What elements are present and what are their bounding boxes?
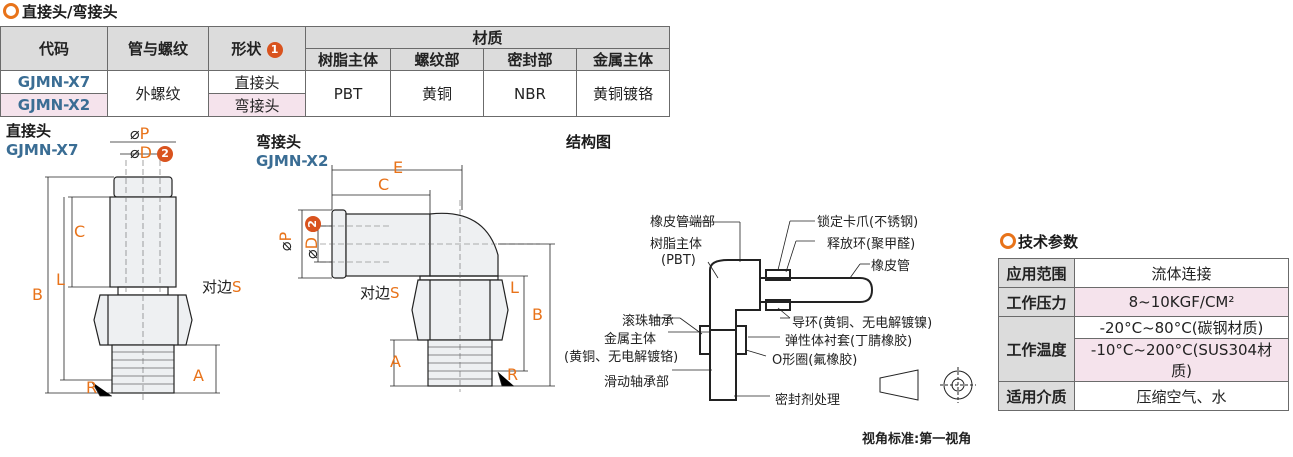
label-metal-body: 金属主体	[604, 332, 657, 347]
material-thread: 黄铜	[390, 70, 484, 117]
elbow-dim-e: E	[393, 158, 404, 177]
tech-bullet-icon	[1000, 233, 1016, 249]
straight-dim-r: R	[86, 378, 98, 397]
header-resin-body: 树脂主体	[305, 48, 391, 71]
straight-code: GJMN-X7	[6, 141, 79, 159]
structure-title: 结构图	[566, 133, 612, 151]
tech-key-application: 应用范围	[998, 258, 1075, 288]
label-sliding-bearing: 滑动轴承部	[604, 375, 670, 390]
header-tube-thread: 管与螺纹	[107, 26, 209, 71]
elbow-fitting-section: 弯接头 GJMN-X2	[256, 131, 328, 170]
label-ball-bearing: 滚珠轴承	[622, 314, 675, 329]
shape-straight: 直接头	[208, 70, 306, 94]
elbow-dim-p: ⌀P	[276, 231, 296, 252]
straight-title: 直接头	[6, 122, 52, 140]
spec-table: 代码 管与螺纹 形状 1 材质 树脂主体 螺纹部 密封部 金属主体 GJMN-X…	[0, 26, 670, 117]
elbow-dim-a: A	[390, 352, 401, 371]
elbow-code: GJMN-X2	[256, 152, 329, 170]
elbow-title: 弯接头	[256, 133, 302, 151]
tech-table: 应用范围 流体连接 工作压力 8~10KGF/CM² 工作温度 -20°C~80…	[998, 258, 1289, 411]
tech-key-pressure: 工作压力	[998, 287, 1075, 317]
tech-value-medium: 压缩空气、水	[1074, 381, 1289, 411]
label-sealant: 密封剂处理	[775, 393, 841, 408]
material-metal: 黄铜镀铬	[576, 70, 670, 117]
elbow-hex-label: 对边S	[360, 284, 400, 302]
straight-fitting-drawing	[45, 141, 220, 400]
label-guide-ring: 导环(黄铜、无电解镀镍)	[792, 316, 933, 331]
section-title: 直接头/弯接头	[22, 3, 118, 21]
header-code: 代码	[0, 26, 108, 71]
elbow-dim-c: C	[378, 175, 390, 194]
straight-dim-p: ⌀P	[130, 124, 150, 143]
tech-value-pressure: 8~10KGF/CM²	[1074, 287, 1289, 317]
structure-drawing	[650, 220, 976, 403]
material-seal: NBR	[483, 70, 577, 117]
elbow-dim-l: L	[510, 278, 519, 297]
shape-elbow: 弯接头	[208, 93, 306, 117]
elbow-fitting-drawing	[298, 165, 555, 392]
header-metal-body: 金属主体	[576, 48, 670, 71]
label-lock-claw: 锁定卡爪(不锈钢)	[817, 215, 919, 230]
header-shape: 形状 1	[208, 26, 306, 71]
label-resin-body-sub: (PBT)	[661, 253, 696, 268]
code-x7: GJMN-X7	[0, 70, 108, 94]
header-seal-part: 密封部	[483, 48, 577, 71]
label-rubber-tube: 橡皮管	[871, 259, 911, 274]
label-elastic-liner: 弹性体衬套(丁腈橡胶)	[785, 334, 913, 349]
header-material: 材质	[305, 26, 670, 49]
tech-value-temperature-carbon: -20°C~80°C(碳钢材质)	[1074, 316, 1289, 339]
code-x2: GJMN-X2	[0, 93, 108, 117]
tech-key-temperature: 工作温度	[998, 316, 1075, 382]
straight-hex-label: 对边S	[202, 278, 242, 296]
label-resin-body: 树脂主体	[650, 237, 703, 252]
material-resin: PBT	[305, 70, 391, 117]
tech-value-temperature-sus: -10°C~200°C(SUS304材质)	[1074, 338, 1289, 382]
section-bullet-icon	[3, 3, 19, 19]
straight-dim-c: C	[74, 222, 86, 241]
header-shape-label: 形状	[231, 40, 262, 58]
tech-title: 技术参数	[1018, 233, 1079, 251]
label-rubber-end: 橡皮管端部	[650, 215, 716, 230]
elbow-dim-d: ⌀D 2	[302, 215, 321, 259]
label-o-ring: O形圈(氟橡胶)	[772, 353, 858, 368]
straight-dim-b: B	[32, 285, 43, 304]
straight-dim-a: A	[193, 366, 204, 385]
straight-fitting-section: 直接头 GJMN-X7	[6, 120, 78, 159]
label-release-ring: 释放环(聚甲醛)	[827, 237, 916, 252]
tech-key-medium: 适用介质	[998, 381, 1075, 411]
header-thread-part: 螺纹部	[390, 48, 484, 71]
projection-note: 视角标准:第一视角	[862, 432, 972, 447]
label-metal-body-sub: (黄铜、无电解镀铬)	[564, 350, 679, 365]
straight-dim-l: L	[56, 270, 65, 289]
tube-thread-value: 外螺纹	[107, 70, 209, 117]
tech-value-application: 流体连接	[1074, 258, 1289, 288]
elbow-dim-r: R	[507, 365, 519, 384]
note-badge-1: 1	[266, 41, 283, 58]
straight-dim-d: ⌀D 2	[130, 143, 174, 162]
elbow-dim-b: B	[532, 305, 543, 324]
